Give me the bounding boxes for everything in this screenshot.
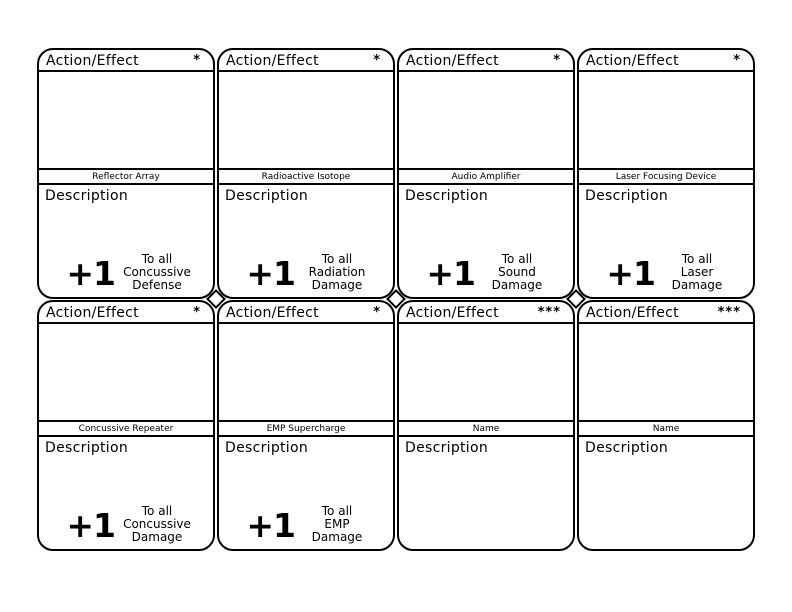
card-name: Name bbox=[399, 422, 573, 437]
card-name: Laser Focusing Device bbox=[579, 170, 753, 185]
bonus-line-2: Concussive bbox=[123, 265, 191, 279]
bonus-line-3: Damage bbox=[131, 530, 183, 544]
card-art-area bbox=[219, 72, 393, 170]
card-rank: *** bbox=[717, 305, 741, 320]
card-name: EMP Supercharge bbox=[219, 422, 393, 437]
bonus-value: +1 bbox=[66, 254, 116, 293]
card-rank: * bbox=[733, 53, 741, 68]
card-title: Action/Effect bbox=[226, 53, 319, 69]
card-header: Action/Effect * bbox=[39, 50, 213, 72]
card-description: Description bbox=[225, 440, 309, 456]
bonus-value: +1 bbox=[246, 254, 296, 293]
bonus-value: +1 bbox=[426, 254, 476, 293]
card-description: Description bbox=[225, 188, 309, 204]
card-title: Action/Effect bbox=[46, 53, 139, 69]
card-art-area bbox=[399, 72, 573, 170]
card-rank: *** bbox=[537, 305, 561, 320]
card-description: Description bbox=[585, 188, 669, 204]
card-art-area bbox=[579, 72, 753, 170]
card-name: Reflector Array bbox=[39, 170, 213, 185]
card-rank: * bbox=[373, 53, 381, 68]
card-rank: * bbox=[373, 305, 381, 320]
card-rank: * bbox=[193, 53, 201, 68]
card-art-area bbox=[399, 324, 573, 422]
bonus-line-3: Damage bbox=[671, 278, 723, 292]
bonus-line-2: EMP bbox=[324, 517, 350, 531]
card-description: Description bbox=[585, 440, 669, 456]
card-rank: * bbox=[553, 53, 561, 68]
card-art-area bbox=[579, 324, 753, 422]
card-title: Action/Effect bbox=[226, 305, 319, 321]
bonus-line-3: Damage bbox=[311, 278, 363, 292]
card-header: Action/Effect * bbox=[219, 50, 393, 72]
card-name: Radioactive Isotope bbox=[219, 170, 393, 185]
card-header: Action/Effect * bbox=[579, 50, 753, 72]
bonus-line-1: To all bbox=[501, 252, 533, 266]
card-name: Name bbox=[579, 422, 753, 437]
bonus-value: +1 bbox=[66, 506, 116, 545]
card-description: Description bbox=[405, 188, 489, 204]
card-title: Action/Effect bbox=[586, 305, 679, 321]
bonus-line-2: Laser bbox=[680, 265, 714, 279]
bonus-line-2: Radiation bbox=[308, 265, 366, 279]
card-description: Description bbox=[405, 440, 489, 456]
bonus-line-1: To all bbox=[321, 504, 353, 518]
card-description: Description bbox=[45, 440, 129, 456]
bonus-line-3: Damage bbox=[491, 278, 543, 292]
bonus-line-2: Concussive bbox=[123, 517, 191, 531]
card-header: Action/Effect *** bbox=[399, 302, 573, 324]
bonus-line-2: Sound bbox=[498, 265, 536, 279]
card-name: Concussive Repeater bbox=[39, 422, 213, 437]
card-title: Action/Effect bbox=[406, 305, 499, 321]
bonus-value: +1 bbox=[246, 506, 296, 545]
bonus-line-1: To all bbox=[141, 504, 173, 518]
bonus-line-1: To all bbox=[681, 252, 713, 266]
bonus-line-1: To all bbox=[321, 252, 353, 266]
bonus-line-3: Damage bbox=[311, 530, 363, 544]
card-title: Action/Effect bbox=[406, 53, 499, 69]
card-title: Action/Effect bbox=[46, 305, 139, 321]
card-header: Action/Effect * bbox=[39, 302, 213, 324]
card-title: Action/Effect bbox=[586, 53, 679, 69]
card-rank: * bbox=[193, 305, 201, 320]
bonus-line-3: Defense bbox=[132, 278, 182, 292]
bonus-line-1: To all bbox=[141, 252, 173, 266]
card-art-area bbox=[39, 324, 213, 422]
card-header: Action/Effect * bbox=[219, 302, 393, 324]
card-name: Audio Amplifier bbox=[399, 170, 573, 185]
card-header: Action/Effect *** bbox=[579, 302, 753, 324]
card-description: Description bbox=[45, 188, 129, 204]
card-art-area bbox=[39, 72, 213, 170]
card-header: Action/Effect * bbox=[399, 50, 573, 72]
bonus-value: +1 bbox=[606, 254, 656, 293]
card-art-area bbox=[219, 324, 393, 422]
